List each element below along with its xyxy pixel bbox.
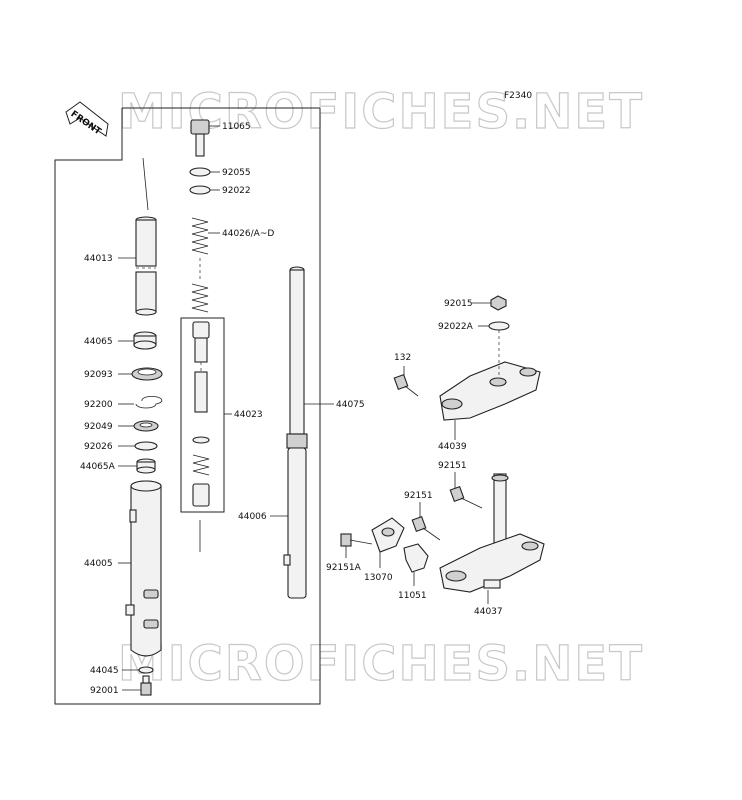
label-92151-top: 92151 — [438, 461, 467, 471]
diagram-code: F2340 — [504, 91, 532, 101]
part-44026-spring — [191, 217, 209, 313]
part-92093-dust-seal — [131, 367, 163, 381]
part-44065A-bushing — [136, 458, 156, 474]
label-132: 132 — [394, 353, 411, 363]
part-92151A-bolt — [340, 533, 373, 547]
label-13070: 13070 — [364, 573, 393, 583]
label-92015: 92015 — [444, 299, 473, 309]
part-92022-washer — [189, 185, 211, 195]
part-44045-washer — [138, 666, 154, 674]
label-92093: 92093 — [84, 370, 113, 380]
part-92015-nut — [490, 295, 507, 311]
part-92151-bolt-mid — [411, 515, 441, 541]
label-44075: 44075 — [336, 400, 365, 410]
part-92022A-washer — [488, 321, 510, 331]
label-92022: 92022 — [222, 186, 251, 196]
watermark-bottom: MICROFICHES.NET — [118, 636, 644, 692]
label-44023: 44023 — [234, 410, 263, 420]
part-11065-cap-bolt — [190, 119, 220, 157]
label-92001: 92001 — [90, 686, 119, 696]
damper-rod-frame — [180, 317, 225, 513]
label-11065: 11065 — [222, 122, 251, 132]
label-44006: 44006 — [238, 512, 267, 522]
label-92022A: 92022A — [438, 322, 474, 332]
label-44065: 44065 — [84, 337, 113, 347]
label-92151A: 92151A — [326, 563, 362, 573]
part-44006-fork-leg — [283, 266, 308, 599]
label-44037: 44037 — [474, 607, 503, 617]
label-92055: 92055 — [222, 168, 251, 178]
part-92026-spacer — [134, 441, 158, 451]
part-92001-bolt — [140, 675, 152, 696]
label-44045: 44045 — [90, 666, 119, 676]
part-44005-outer-tube — [125, 480, 162, 657]
fork-assembly-frame — [54, 107, 321, 705]
part-44013-inner-tube — [135, 157, 157, 316]
part-92055-o-ring — [189, 167, 211, 177]
label-92026: 92026 — [84, 442, 113, 452]
part-13070-bracket — [371, 517, 405, 553]
part-44039-upper-clamp — [439, 330, 541, 421]
part-44037-steering-stem — [439, 473, 545, 593]
part-11051-plate — [403, 543, 429, 573]
label-44026: 44026/A~D — [222, 229, 274, 239]
label-92049: 92049 — [84, 422, 113, 432]
label-92151-mid: 92151 — [404, 491, 433, 501]
label-44065A: 44065A — [80, 462, 116, 472]
part-132-bolt — [393, 373, 419, 397]
part-92200-clip — [135, 395, 163, 409]
part-44023-damper-rod — [192, 321, 210, 552]
front-arrow-icon: FRONT — [65, 101, 109, 138]
label-44005: 44005 — [84, 559, 113, 569]
part-92151-bolt-top — [449, 485, 483, 509]
label-44039: 44039 — [438, 442, 467, 452]
label-11051: 11051 — [398, 591, 427, 601]
label-44013: 44013 — [84, 254, 113, 264]
part-44065-bushing — [133, 331, 157, 350]
label-92200: 92200 — [84, 400, 113, 410]
part-92049-oil-seal — [133, 420, 159, 432]
